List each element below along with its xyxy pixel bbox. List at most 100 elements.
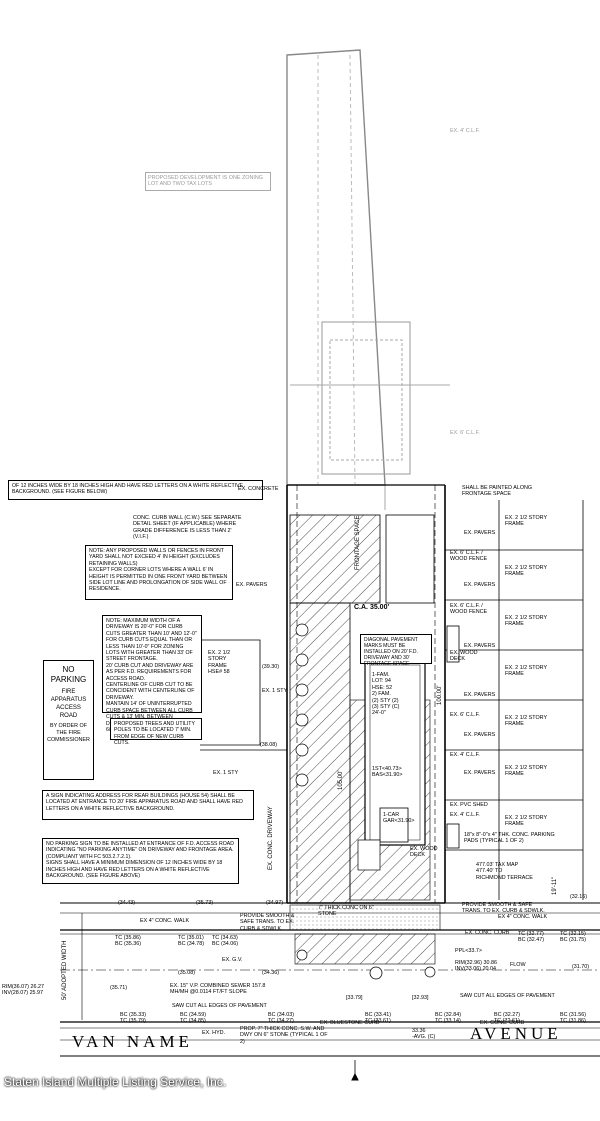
ca-dimension: C.A. 35.00' — [354, 604, 390, 611]
neighbor-5: EX. 2 1/2 STORY FRAME — [505, 715, 547, 728]
dim-105-label: 105.00' — [338, 770, 344, 791]
conc-walk-right: EX 4" CONC. WALK — [498, 914, 548, 920]
no-parking-sign: NO PARKING FIRE APPARATUS ACCESS ROAD BY… — [43, 660, 94, 780]
first-floor-elev: 1ST<40.73> BAS<31.90> — [372, 766, 403, 779]
faded-fence-label: EX. 4' C.L.F. — [450, 128, 480, 134]
elev-3808: (38.08) — [260, 742, 278, 748]
elev-3216: (32.16) — [570, 894, 588, 900]
smooth-left: PROVIDE SMOOTH & SAFE TRANS. TO EX. CURB… — [240, 913, 295, 932]
pvc-shed: EX. PVC SHED — [450, 802, 488, 808]
garage-label: 1-CAR GAR<31.90> — [383, 812, 415, 825]
neighbor-3: EX. 2 1/2 STORY FRAME — [505, 615, 547, 628]
rim-left: RIM(36.07) 26.27 INV(28.07) 25.97 — [2, 984, 44, 997]
tc-bc-12: BC (31.56) TC (31.86) — [560, 1012, 587, 1025]
tc-bc-10: BC (32.84) TC (33.14) — [435, 1012, 462, 1025]
proposed-development-note: PROPOSED DEVELOPMENT IS ONE ZONING LOT A… — [145, 172, 271, 191]
no-parking-line1: NO — [62, 665, 75, 674]
house-info: 1-FAM. LOT: 94 HSE: 52 2) FAM. (2) STY (… — [372, 672, 400, 717]
elev-3336: 33.36 -AVG. (C) — [412, 1028, 436, 1041]
elev-3497: (34.97) — [266, 900, 284, 906]
neighbor-lots — [445, 500, 584, 900]
conc-curb-bottom: EX. CONC. CURB — [480, 1020, 525, 1026]
neighbor-7: EX. 2 1/2 STORY FRAME — [505, 815, 547, 828]
painted-along-note: SHALL BE PAINTED ALONG FRONTAGE SPACE — [462, 485, 533, 498]
clf-e: EX. 4' C.L.F. — [450, 812, 480, 818]
pavers-1: EX. PAVERS — [464, 530, 496, 536]
no-parking-line3: FIRE — [61, 689, 76, 695]
curb-wall-note: CONC. CURB WALL (C.W.) SEE SEPARATE DETA… — [133, 515, 242, 541]
pavers-3: EX. PAVERS — [464, 692, 496, 698]
elev-3508: (35.08) — [178, 970, 196, 976]
tc-bc-8: BC (34.03) TC (34.27) — [268, 1012, 295, 1025]
elev-3379: [33.79] — [346, 995, 363, 1001]
clf-b: EX. 6' C.L.F. / WOOD FENCE — [450, 550, 488, 563]
clf-d: EX. 6' C.L.F. — [450, 712, 480, 718]
ex-1-sty-label: EX. 1 STY — [262, 688, 288, 694]
neighbor-6: EX. 2 1/2 STORY FRAME — [505, 765, 547, 778]
sawcut-right: SAW CUT ALL EDGES OF PAVEMENT — [460, 993, 555, 999]
tc-bc-1: TC (35.86) BC (35.36) — [115, 935, 142, 948]
tc-bc-5: TC (32.15) BC (31.75) — [560, 931, 587, 944]
ex-gv: EX. G.V. — [222, 957, 243, 963]
neighbor-1: EX. 2 1/2 STORY FRAME — [505, 515, 547, 528]
upper-lot-faded — [286, 49, 450, 510]
no-parking-line5: ACCESS — [56, 705, 81, 711]
ex-conc-driveway-label: EX. CONC. DRIVEWAY — [268, 806, 274, 870]
tc-bc-9: BC (33.41) TC (33.61) — [365, 1012, 392, 1025]
wood-deck-b: EX. WOOD DECK — [410, 846, 438, 859]
tc-bc-2: TC (35.01) BC (34.78) — [178, 935, 205, 948]
street — [60, 902, 600, 1081]
combined-sewer: EX. 15" V.P. COMBINED SEWER 157.8 MH/MH … — [170, 983, 266, 996]
tc-bc-6: BC (35.33) TC (35.79) — [120, 1012, 147, 1025]
listing-watermark: Staten Island Multiple Listing Service, … — [4, 1075, 227, 1089]
pavers-5: EX. PAVERS — [464, 770, 496, 776]
adopted-width-label: 50' ADOPTED WIDTH — [62, 940, 68, 1001]
left-neighbor — [200, 639, 287, 751]
diagonal-marks-note: DIAGONAL PAVEMENT MARKS MUST BE INSTALLE… — [360, 634, 432, 667]
sign-address-note: A SIGN INDICATING ADDRESS FOR REAR BUILD… — [42, 790, 254, 820]
smooth-right: PROVIDE SMOOTH & SAFE TRANS. TO EX. CURB… — [462, 902, 545, 915]
no-parking-line4: APPARATUS — [50, 697, 87, 703]
flow-label: FLOW — [510, 962, 526, 968]
clf-c: EX. 6' C.L.F. / WOOD FENCE — [450, 603, 488, 616]
street-name-left: VAN NAME — [72, 1032, 193, 1051]
tc-bc-4: TC (32.77) BC (32.47) — [518, 931, 545, 944]
tc-bc-11: BC (32.27) TC (32.61) — [494, 1012, 521, 1025]
sawcut-left: SAW CUT ALL EDGES OF PAVEMENT — [172, 1003, 267, 1009]
tax-map-note: 477.03' TAX MAP 477.40' TO RICHMOND TERR… — [476, 862, 533, 881]
pavers-4: EX. PAVERS — [464, 732, 496, 738]
inv-label: RIM(32.96) 30.86 INV(33.06) 20.04 — [455, 960, 497, 973]
ex-frame-house-label: EX. 2 1/2 STORY FRAME HSE# 58 — [208, 650, 231, 676]
elev-3436: (34.36) — [262, 970, 280, 976]
proposed-house — [357, 659, 426, 871]
ex-1-sty-label-b: EX. 1 STY — [213, 770, 239, 776]
pavers-2: EX. PAVERS — [464, 582, 496, 588]
no-parking-line7: BY ORDER OF THE FIRE COMMISSIONER — [47, 723, 90, 743]
neighbor-2: EX. 2 1/2 STORY FRAME — [505, 565, 547, 578]
elev-3443: (34.43) — [118, 900, 136, 906]
conc-walk-left: EX 4" CONC. WALK — [140, 918, 190, 924]
prop-sidewalk-note: PROP. 7" THICK CONC. S.W. AND DWY ON 6" … — [240, 1026, 328, 1045]
bluestone-curb: EX. BLUESTONE CURB — [320, 1020, 380, 1026]
ex-concrete-label: EX. CONCRETE — [238, 486, 279, 492]
conc-curb-right: EX. CONC. CURB — [465, 930, 510, 936]
frontage-space-label: FRONTAGE SPACE — [355, 515, 361, 570]
fence-height-note: NOTE: ANY PROPOSED WALLS OR FENCES IN FR… — [85, 545, 233, 600]
elev-3930: (39.30) — [262, 664, 280, 670]
clf-a: EX. 4' C.L.F. — [450, 752, 480, 758]
trees-note: PROPOSED TREES AND UTILITY POLES TO BE L… — [110, 718, 202, 746]
tc-bc-3: TC (34.63) BC (34.06) — [212, 935, 239, 948]
hatched-driveway — [289, 514, 435, 904]
elev-3173: (35.73) — [196, 900, 214, 906]
ppl-label: PPL<33.7> — [455, 948, 482, 954]
elev-3571: (35.71) — [110, 985, 128, 991]
ex-pavers-label: EX. PAVERS — [236, 582, 268, 588]
elev-3170: (31.70) — [572, 964, 590, 970]
street-name-right: AVENUE — [470, 1024, 562, 1043]
tree-markers — [295, 623, 309, 787]
thick-conc-note: 7" THICK CONC ON 6" STONE — [318, 905, 374, 918]
neighbor-4: EX. 2 1/2 STORY FRAME — [505, 665, 547, 678]
top-sign-note: OF 12 INCHES WIDE BY 18 INCHES HIGH AND … — [8, 480, 263, 500]
wood-deck: EX. WOOD DECK — [450, 650, 478, 663]
